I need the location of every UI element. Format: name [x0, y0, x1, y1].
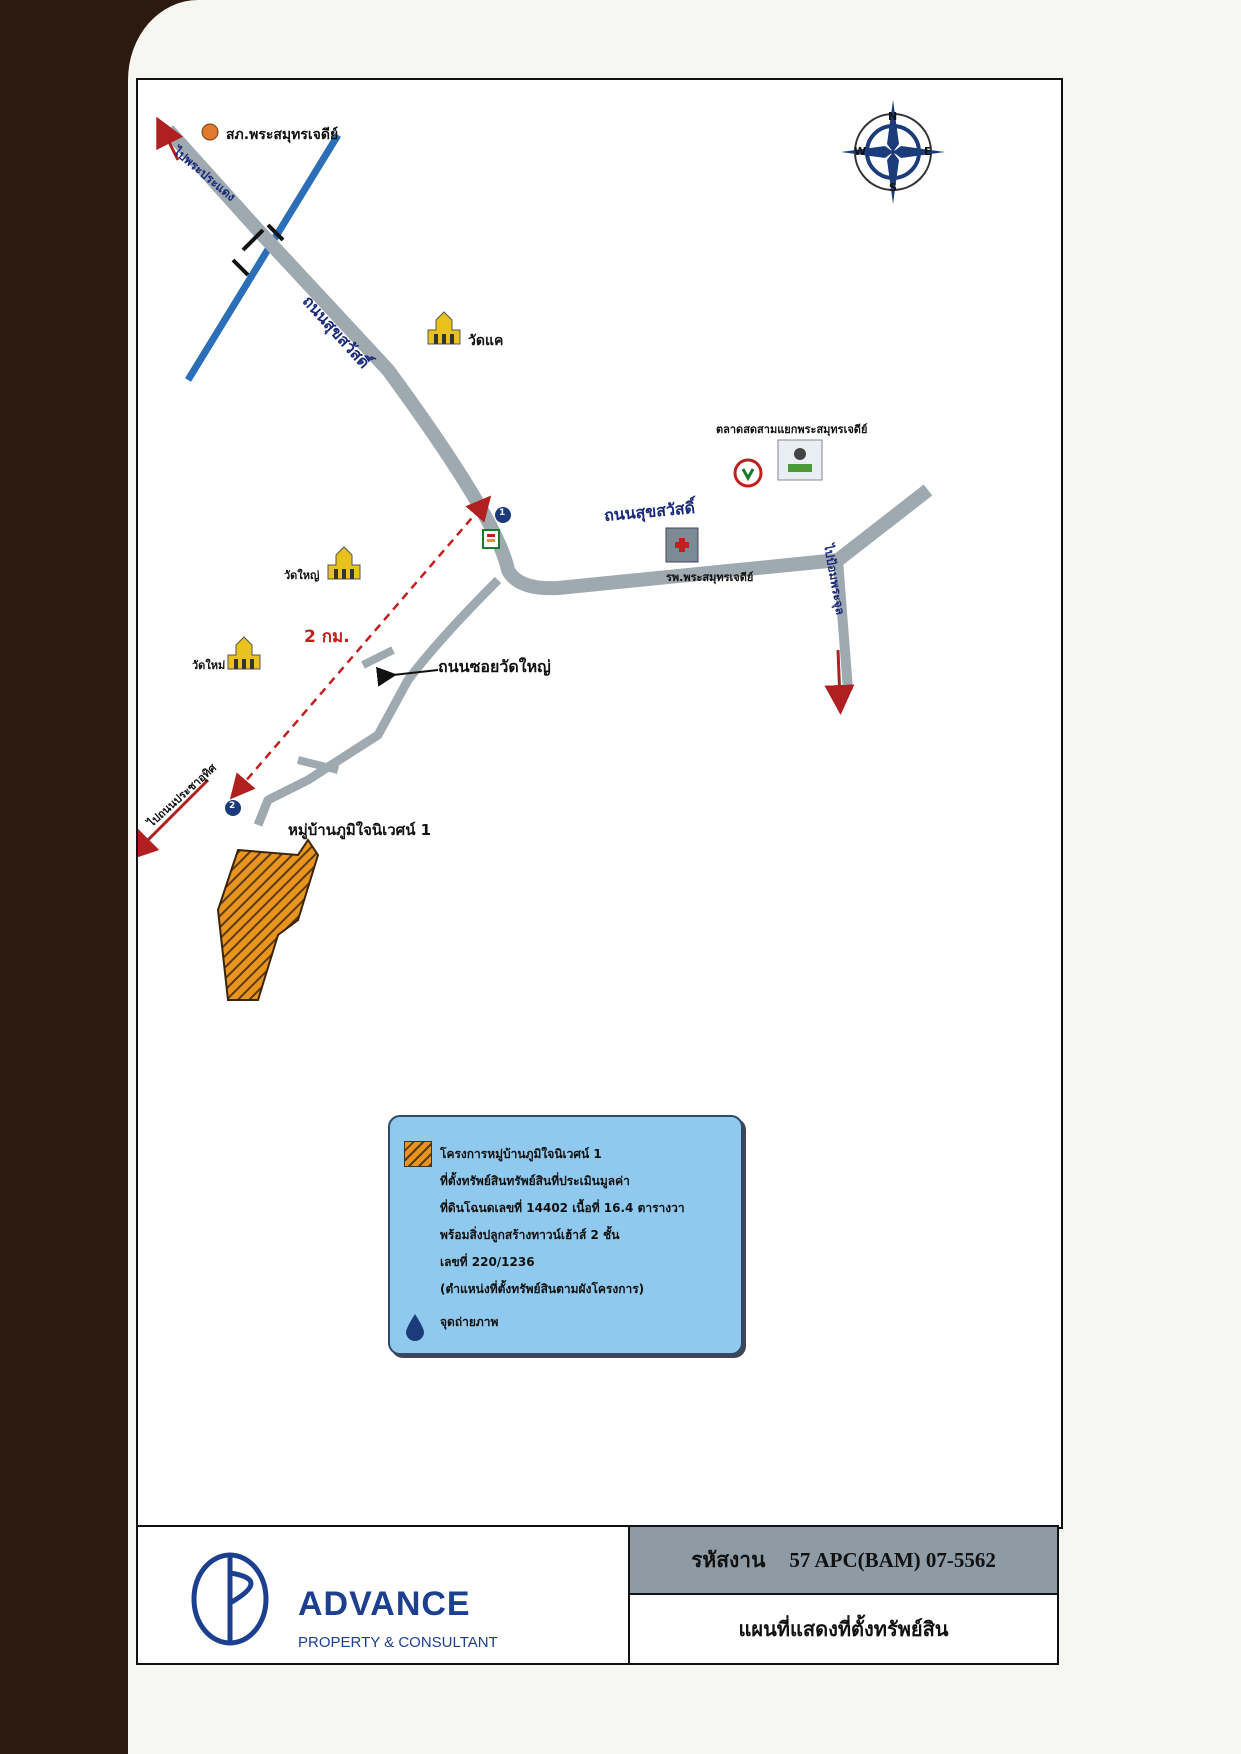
- compass-s: S: [889, 181, 897, 194]
- canal-line: [185, 133, 341, 382]
- convenience-store-icon: [482, 529, 500, 549]
- map-canvas: [138, 100, 945, 1001]
- legend-line-5: เลขที่ 220/1236: [440, 1255, 535, 1269]
- label-wat-yai: วัดใหญ่: [284, 569, 320, 582]
- distance-route: [229, 495, 492, 800]
- temple-icon-wat-mai: [227, 636, 261, 670]
- compass-w: W: [854, 145, 867, 158]
- temple-icon-wat-khae: [427, 311, 461, 345]
- compass-icon: [841, 100, 945, 204]
- hospital-icon: [665, 527, 699, 563]
- photo-point-icon: [406, 1314, 424, 1341]
- map-caption: แผนที่แสดงที่ตั้งทรัพย์สิน: [738, 1617, 949, 1641]
- marker-2: [225, 800, 241, 816]
- compass-e: E: [924, 145, 932, 158]
- bank-icon: [733, 458, 763, 488]
- marker-1-label: 1: [499, 508, 506, 518]
- footer-divider: [628, 1527, 630, 1663]
- arrow-to-phra-pradaeng: [156, 116, 184, 161]
- brand-name: ADVANCE: [298, 1585, 471, 1623]
- label-village: หมู่บ้านภูมิใจนิเวศน์ 1: [288, 821, 432, 839]
- soi-road: [253, 576, 502, 827]
- compass-n: N: [888, 110, 898, 123]
- label-wat-mai: วัดใหม่: [192, 659, 226, 672]
- job-code-label: รหัสงาน: [691, 1547, 766, 1572]
- label-market: ตลาดสดสามแยกพระสมุทรเจดีย์: [716, 423, 868, 436]
- label-police-station: สภ.พระสมุทรเจดีย์: [226, 127, 339, 143]
- marker-2-label: 2: [229, 801, 236, 811]
- legend-line-3: ที่ดินโฉนดเลขที่ 14402 เนื้อที่ 16.4 ตาร…: [440, 1201, 685, 1215]
- property-swatch: [404, 1141, 432, 1167]
- soi-road-spur: [361, 646, 395, 669]
- map-legend: โครงการหมู่บ้านภูมิใจนิเวศน์ 1 ที่ตั้งทร…: [388, 1115, 743, 1355]
- job-code-value: 57 APC(BAM) 07-5562: [789, 1547, 996, 1572]
- label-wat-khae: วัดแค: [468, 333, 504, 349]
- temple-icon-wat-yai: [327, 546, 361, 580]
- soi-pointer-arrow: [375, 666, 439, 687]
- legend-photo-point: จุดถ่ายภาพ: [440, 1315, 499, 1329]
- branch-road-south: [833, 559, 853, 691]
- legend-line-4: พร้อมสิ่งปลูกสร้างทาวน์เฮ้าส์ 2 ชั้น: [440, 1228, 620, 1242]
- company-logo: [191, 1552, 269, 1646]
- brand-subtitle: PROPERTY & CONSULTANT: [298, 1634, 498, 1651]
- legend-line-6: (ตำแหน่งที่ตั้งทรัพย์สินตามผังโครงการ): [440, 1282, 645, 1296]
- arrow-to-fort: [824, 649, 855, 715]
- marker-1: [495, 507, 511, 523]
- footer-title-block: ADVANCE PROPERTY & CONSULTANT รหัสงาน 57…: [136, 1525, 1059, 1665]
- market-icon: [777, 439, 823, 481]
- legend-line-2: ที่ตั้งทรัพย์สินทรัพย์สินที่ประเมินมูลค่…: [440, 1174, 630, 1188]
- job-code-box: รหัสงาน 57 APC(BAM) 07-5562: [630, 1527, 1057, 1595]
- arrow-to-pracha-uthit: [138, 778, 210, 861]
- label-soi-wat-yai: ถนนซอยวัดใหญ่: [438, 657, 551, 676]
- bridge-icon: [231, 223, 285, 277]
- legend-line-1: โครงการหมู่บ้านภูมิใจนิเวศน์ 1: [440, 1147, 602, 1161]
- main-road: [162, 125, 933, 596]
- property-parcel: [216, 838, 320, 1001]
- police-icon: [201, 123, 219, 141]
- label-hospital: รพ.พระสมุทรเจดีย์: [666, 571, 754, 584]
- label-distance: 2 กม.: [304, 627, 350, 647]
